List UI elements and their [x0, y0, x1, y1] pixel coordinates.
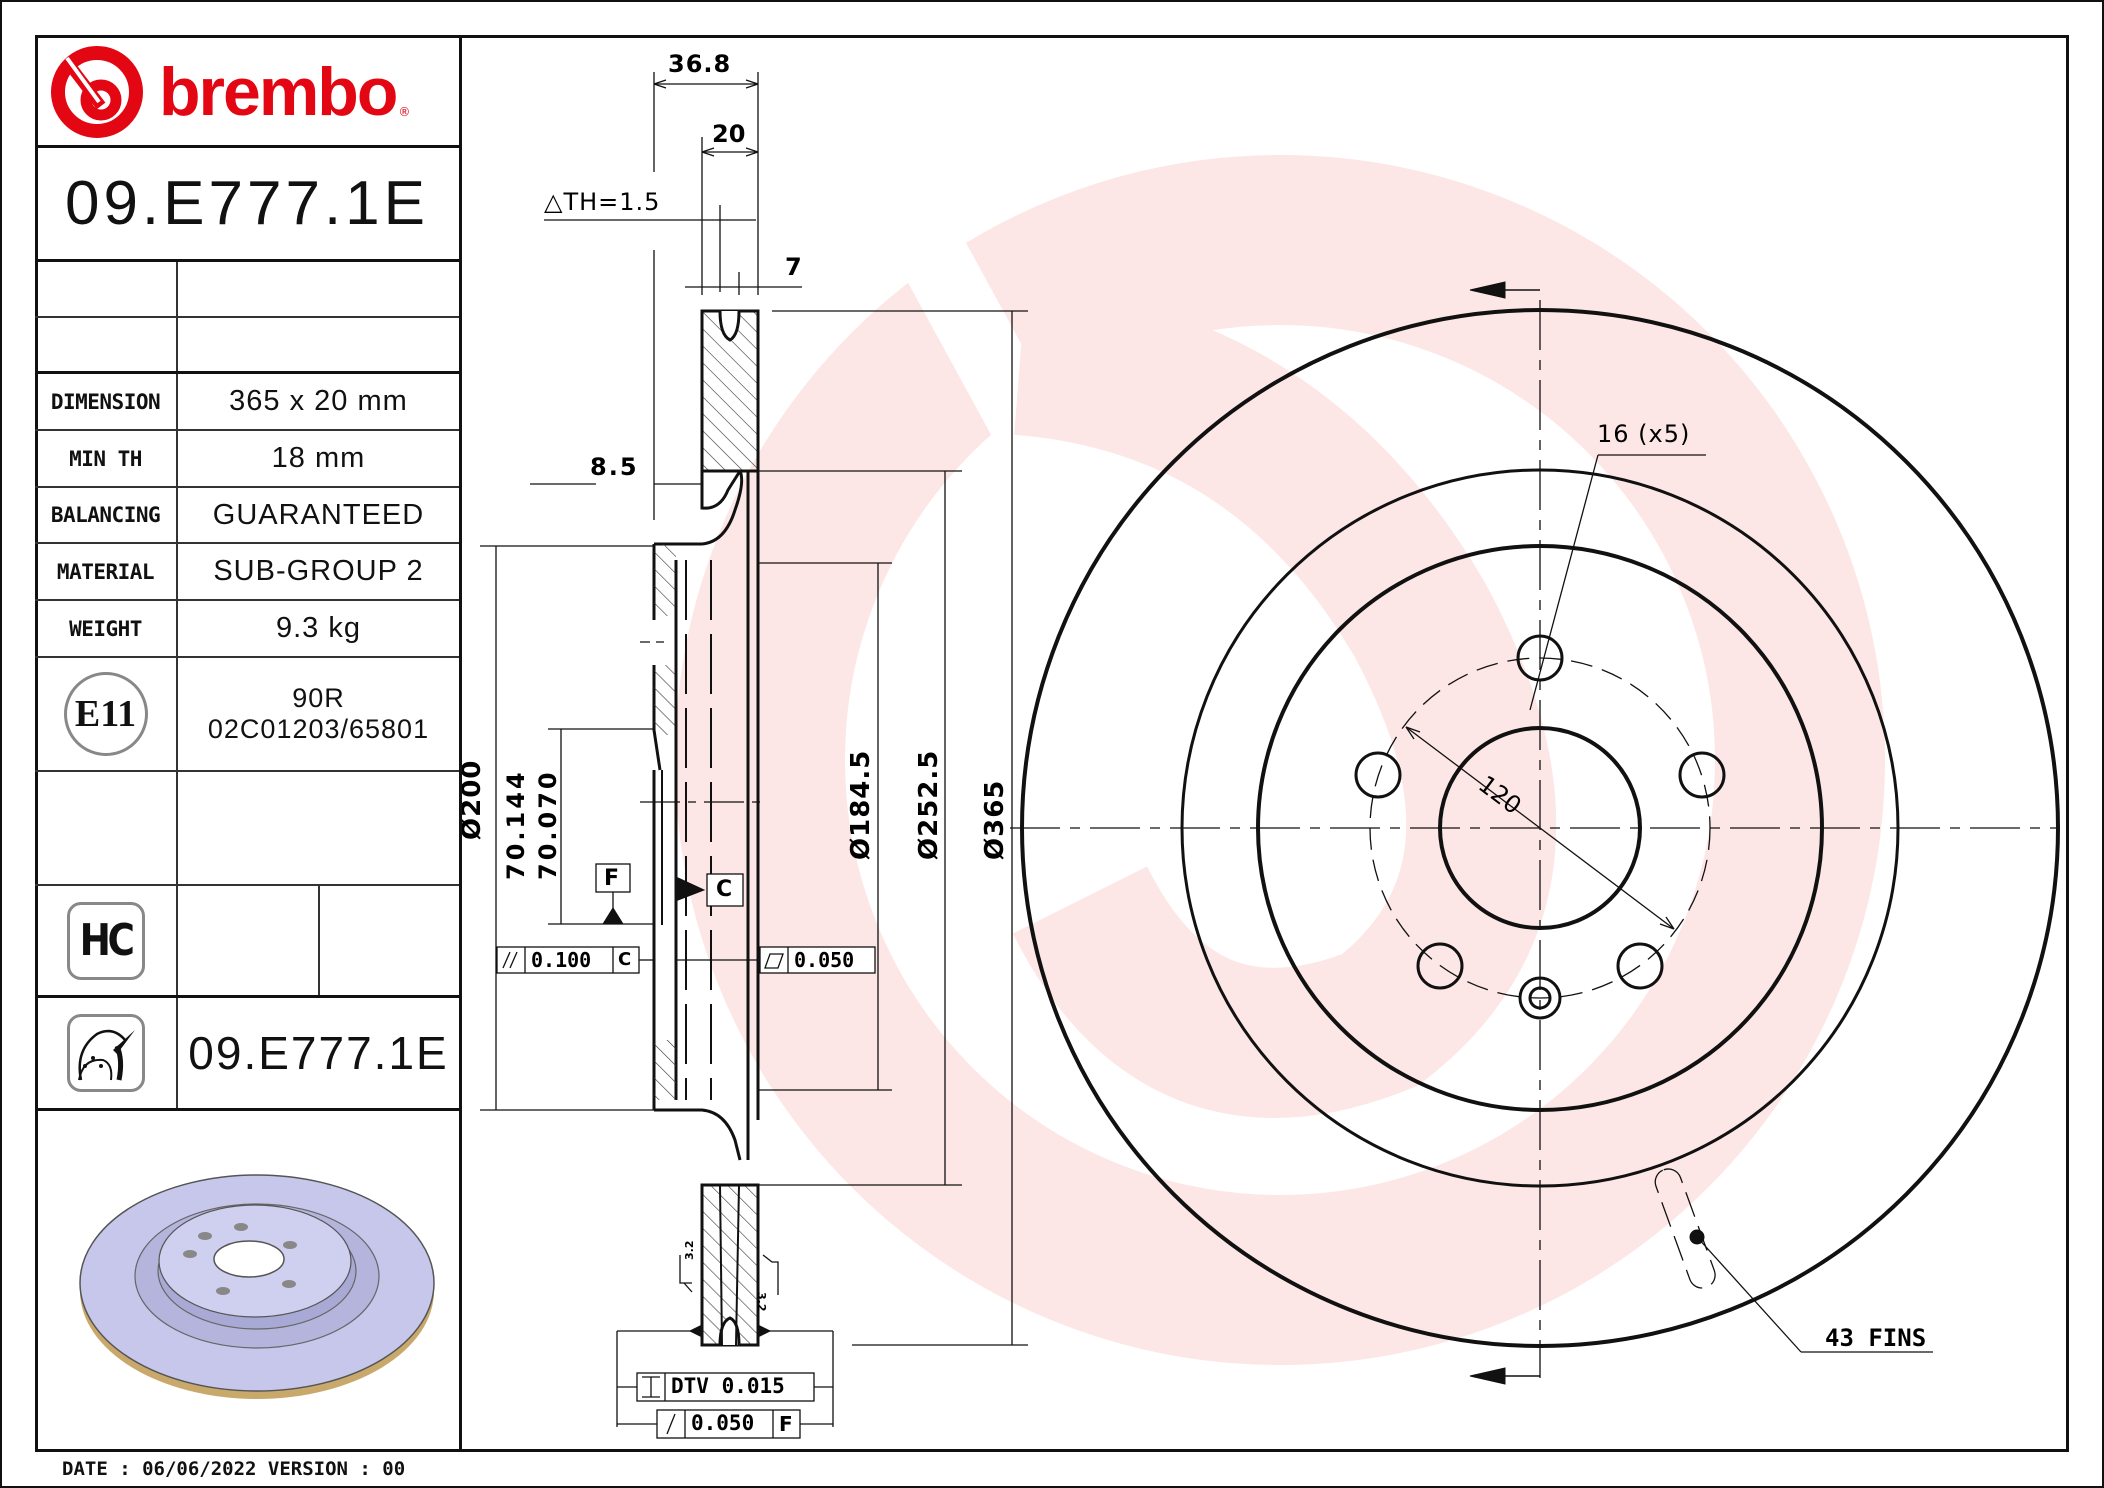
- bolt-hole-label: 16 (x5): [1597, 420, 1691, 448]
- spec-row-material: MATERIAL SUB-GROUP 2: [35, 544, 459, 601]
- brand-wordmark: brembo: [159, 53, 398, 130]
- spec-value: 18 mm: [271, 442, 366, 474]
- roughness-right: 3.2: [755, 1292, 768, 1312]
- blank-row-1: [35, 262, 459, 318]
- ref-part-row: 09.E777.1E: [35, 998, 459, 1111]
- spec-row-min-th: MIN TH 18 mm: [35, 431, 459, 488]
- dtv-tolerance: DTV 0.015: [671, 1374, 785, 1398]
- bolt-hole: [1678, 751, 1726, 799]
- part-number-row: 09.E777.1E: [35, 148, 459, 262]
- parallel-tolerance-datum: C: [618, 949, 632, 970]
- parallel-tolerance-value: 0.100: [531, 948, 592, 972]
- section-view: [480, 72, 1028, 1439]
- roughness-left: 3.2: [683, 1240, 696, 1261]
- watermark-logo: [675, 155, 1885, 1365]
- approval-row: E11 90R 02C01203/65801: [35, 658, 459, 772]
- approval-line-1: 90R: [292, 683, 345, 713]
- dim-delta-th: △TH=1.5: [544, 188, 661, 216]
- brembo-logo: brembo ®: [35, 35, 459, 148]
- dim-overall-height: 36.8: [668, 50, 732, 78]
- dim-hat-offset: 8.5: [590, 453, 639, 481]
- hc-badge-icon: HC: [66, 901, 145, 980]
- spec-label: BALANCING: [50, 503, 161, 527]
- spec-value: 365 x 20 mm: [229, 385, 408, 417]
- title-block: brembo ® 09.E777.1E DIMENSION 365 x 20 m…: [35, 35, 462, 1452]
- part-number: 09.E777.1E: [64, 169, 430, 238]
- dim-bore: 70.144 70.070: [500, 769, 564, 880]
- drawing-frame: [35, 35, 2069, 1452]
- flatness-tolerance-value: 0.050: [794, 948, 855, 972]
- dim-d365: Ø365: [980, 779, 1010, 860]
- datum-f-label: F: [604, 866, 620, 891]
- datum-c-label: C: [716, 877, 733, 902]
- brembo-disc-icon: [51, 45, 143, 138]
- spec-label: MATERIAL: [56, 559, 155, 584]
- spec-row-balancing: BALANCING GUARANTEED: [35, 488, 459, 544]
- runout-tolerance-datum: F: [779, 1412, 793, 1436]
- spec-row-weight: WEIGHT 9.3 kg: [35, 601, 459, 658]
- approval-line-2: 02C01203/65801: [207, 714, 430, 744]
- spec-row-dimension: DIMENSION 365 x 20 mm: [35, 374, 459, 431]
- dim-thickness: 20: [712, 120, 746, 148]
- bolt-hole: [1354, 751, 1402, 799]
- spec-value: SUB-GROUP 2: [213, 555, 424, 587]
- dim-groove: 7: [785, 253, 802, 281]
- blank-row-2: [35, 318, 459, 374]
- date-version-footer: DATE : 06/06/2022 VERSION : 00: [62, 1458, 406, 1480]
- spec-value: 9.3 kg: [276, 612, 361, 644]
- dim-bore-lower: 70.070: [534, 769, 562, 880]
- disc-3d-render: [35, 1111, 459, 1449]
- fins-label: 43 FINS: [1825, 1324, 1927, 1352]
- blank-row-3: [35, 772, 459, 886]
- logo-row: brembo ®: [35, 35, 459, 148]
- spec-value: GUARANTEED: [212, 498, 425, 531]
- bolt-hole: [1516, 634, 1564, 682]
- disc-inspection-icon: [66, 1014, 145, 1092]
- e11-approval-icon: E11: [63, 672, 148, 756]
- dim-bore-upper: 70.144: [502, 769, 530, 880]
- dim-d252: Ø252.5: [914, 749, 944, 860]
- spec-label: DIMENSION: [50, 389, 161, 414]
- ref-part-number: 09.E777.1E: [188, 1027, 449, 1079]
- spec-label: MIN TH: [69, 446, 142, 471]
- registered-mark: ®: [398, 104, 411, 119]
- bolt-hole: [1616, 942, 1664, 990]
- spec-label: WEIGHT: [69, 616, 142, 641]
- hc-row: HC: [35, 886, 459, 998]
- bolt-hole: [1416, 942, 1464, 990]
- front-view: [1010, 281, 2060, 1385]
- dim-d184: Ø184.5: [846, 749, 876, 860]
- runout-tolerance-value: 0.050: [691, 1411, 755, 1435]
